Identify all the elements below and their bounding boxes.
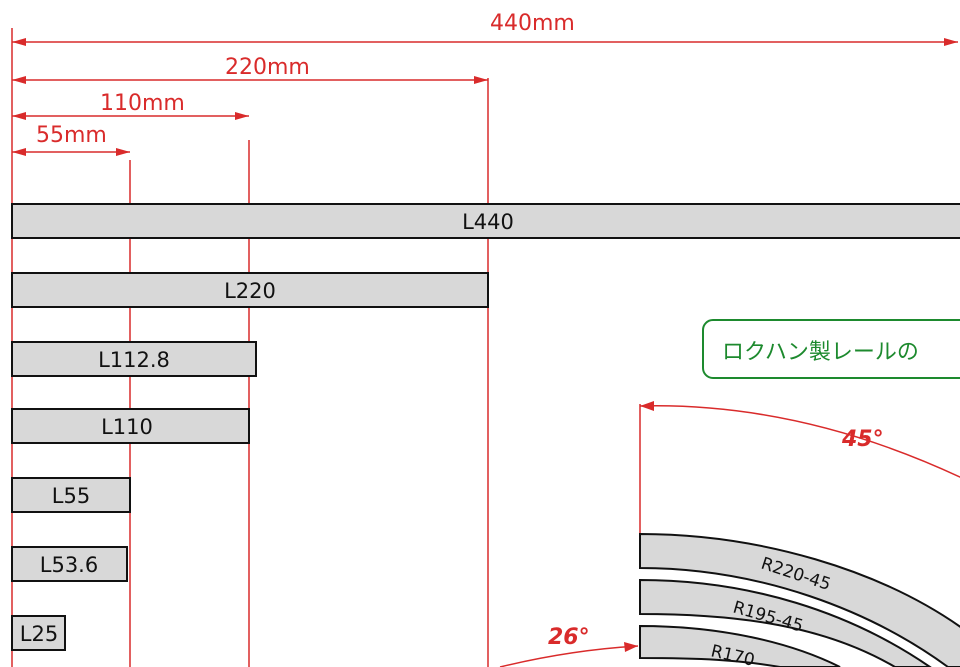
rail-l220 (11, 272, 489, 308)
arrowhead (474, 76, 488, 84)
rail-label-l440: L440 (462, 210, 514, 234)
curve-rails (639, 532, 960, 667)
note-text: ロクハン製レールの (722, 340, 919, 365)
rail-label-l112-8: L112.8 (98, 348, 170, 372)
rail-l110 (11, 408, 250, 444)
arrowhead (12, 112, 26, 120)
curve-rail-r220 (639, 532, 960, 667)
arrowhead (12, 148, 26, 156)
curve-rail-r195 (639, 578, 932, 667)
angle-arc-45 (639, 405, 960, 478)
dim-label-110: 110mm (100, 91, 185, 116)
arrowhead (624, 642, 638, 652)
rail-l53-6 (11, 546, 128, 582)
rail-label-l220: L220 (224, 279, 276, 303)
angle-label-45: 45° (841, 427, 884, 452)
rail-label-l53-6: L53.6 (40, 553, 98, 577)
dim-label-440: 440mm (490, 11, 575, 36)
rail-l55 (11, 477, 131, 513)
arrowhead (12, 38, 26, 46)
dim-label-220: 220mm (225, 55, 310, 80)
arrowhead (12, 76, 26, 84)
rail-label-l55: L55 (52, 484, 90, 508)
straight-rails (11, 203, 960, 651)
arrowhead (640, 401, 654, 411)
rail-l25 (11, 615, 66, 651)
arrowhead (116, 148, 130, 156)
note-box (702, 319, 960, 379)
dimension-arrows (12, 38, 958, 156)
rail-l440 (11, 203, 960, 239)
arrowhead (235, 112, 249, 120)
dim-label-55: 55mm (36, 123, 107, 148)
angle-arc-26 (499, 645, 639, 667)
angle-label-26: 26° (548, 625, 590, 650)
rail-label-l110: L110 (101, 415, 153, 439)
rail-l112-8 (11, 341, 257, 377)
arrowhead (944, 38, 958, 46)
rail-label-l25: L25 (20, 622, 58, 646)
